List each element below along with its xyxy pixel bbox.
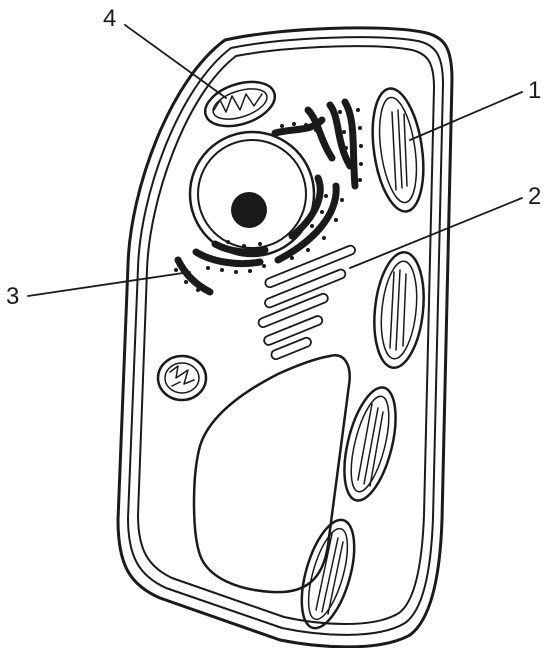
- central-vacuole: [194, 355, 350, 592]
- mitochondrion-top: [200, 74, 281, 134]
- golgi-apparatus: [257, 244, 356, 360]
- cell-wall-outer: [118, 28, 452, 647]
- chloroplast-bottom: [291, 514, 364, 634]
- leader-line-4: [125, 25, 226, 98]
- label-1: 1: [528, 77, 541, 104]
- chloroplast-top: [366, 85, 431, 214]
- mitochondrion-lower: [158, 356, 206, 400]
- rough-er: [174, 102, 363, 292]
- chloroplast-middle: [369, 250, 429, 370]
- leader-line-2: [350, 198, 522, 268]
- label-2: 2: [528, 183, 541, 210]
- leader-line-3: [28, 272, 190, 296]
- chloroplast-lower: [335, 382, 406, 505]
- label-3: 3: [6, 283, 19, 310]
- cell-wall-inner: [128, 37, 443, 635]
- leader-line-1: [410, 92, 522, 140]
- nucleolus: [231, 192, 267, 228]
- label-4: 4: [103, 5, 116, 32]
